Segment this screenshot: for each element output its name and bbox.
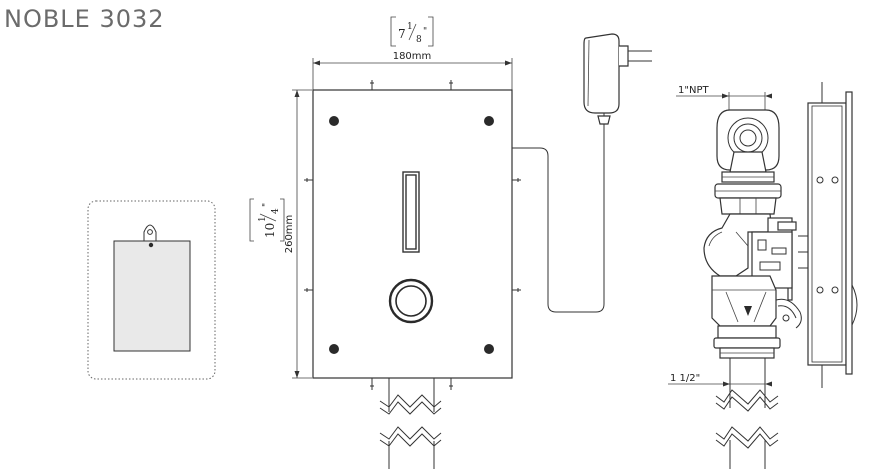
bottom-pipe-label: 1 1/2"	[670, 373, 700, 384]
height-inch-whole: 10	[263, 223, 277, 238]
height-arrow-bottom	[294, 371, 300, 378]
top-pipe-arrow-left	[722, 93, 729, 99]
sensor-window-inner	[405, 174, 417, 250]
power-adapter	[583, 33, 652, 128]
power-cable	[512, 128, 605, 313]
height-inch-unit: "	[262, 203, 272, 207]
height-arrow-top	[294, 90, 300, 97]
front-view: 180mm 7 1 8 " 260mm 10 1 4 "	[249, 16, 605, 469]
manual-flush-button-inner	[395, 285, 427, 317]
height-inch-denominator: 4	[271, 208, 281, 214]
width-inch-whole: 7	[398, 27, 406, 41]
product-title: NOBLE 3032	[4, 5, 165, 33]
outlet-pipe-front	[379, 378, 442, 469]
width-inch-numerator: 1	[407, 22, 413, 32]
width-inch-denominator: 8	[416, 35, 422, 45]
width-arrow-left	[313, 60, 320, 66]
corner-screw-top-left	[329, 116, 339, 126]
bottom-union-fitting	[713, 325, 781, 359]
width-mm-label: 180mm	[393, 51, 432, 62]
height-mm-label: 260mm	[284, 215, 295, 254]
height-inch-label: 10 1 4 "	[249, 198, 285, 242]
width-arrow-right	[505, 60, 512, 66]
side-box-inner	[811, 105, 843, 363]
side-cover-plate	[845, 91, 853, 375]
width-inch-unit: "	[423, 27, 427, 37]
height-inch-numerator: 1	[258, 216, 268, 222]
hanger-screw	[148, 242, 154, 248]
top-elbow-fitting	[714, 109, 782, 215]
outlet-pipe-side	[715, 358, 779, 469]
corner-screw-top-right	[484, 116, 494, 126]
corner-screw-bottom-left	[329, 344, 339, 354]
cover-plate-illustration	[87, 200, 216, 380]
bottom-pipe-arrow-right	[765, 381, 772, 387]
top-pipe-arrow-right	[765, 93, 772, 99]
cover-plate	[113, 240, 191, 352]
valve-body	[703, 213, 808, 329]
side-box-housing	[807, 102, 847, 366]
corner-screw-bottom-right	[484, 344, 494, 354]
side-view: 1"NPT	[668, 82, 858, 469]
dotted-outline	[87, 200, 216, 380]
top-pipe-label: 1"NPT	[678, 85, 709, 96]
adapter-body	[583, 33, 620, 114]
hanger-hook	[143, 224, 157, 241]
width-inch-label: 7 1 8 "	[390, 16, 434, 47]
bottom-pipe-arrow-left	[723, 381, 730, 387]
mounting-pins	[304, 80, 521, 390]
hanger-hole	[147, 229, 153, 235]
adapter-plug-base	[619, 45, 629, 67]
sensor-window	[402, 171, 420, 253]
